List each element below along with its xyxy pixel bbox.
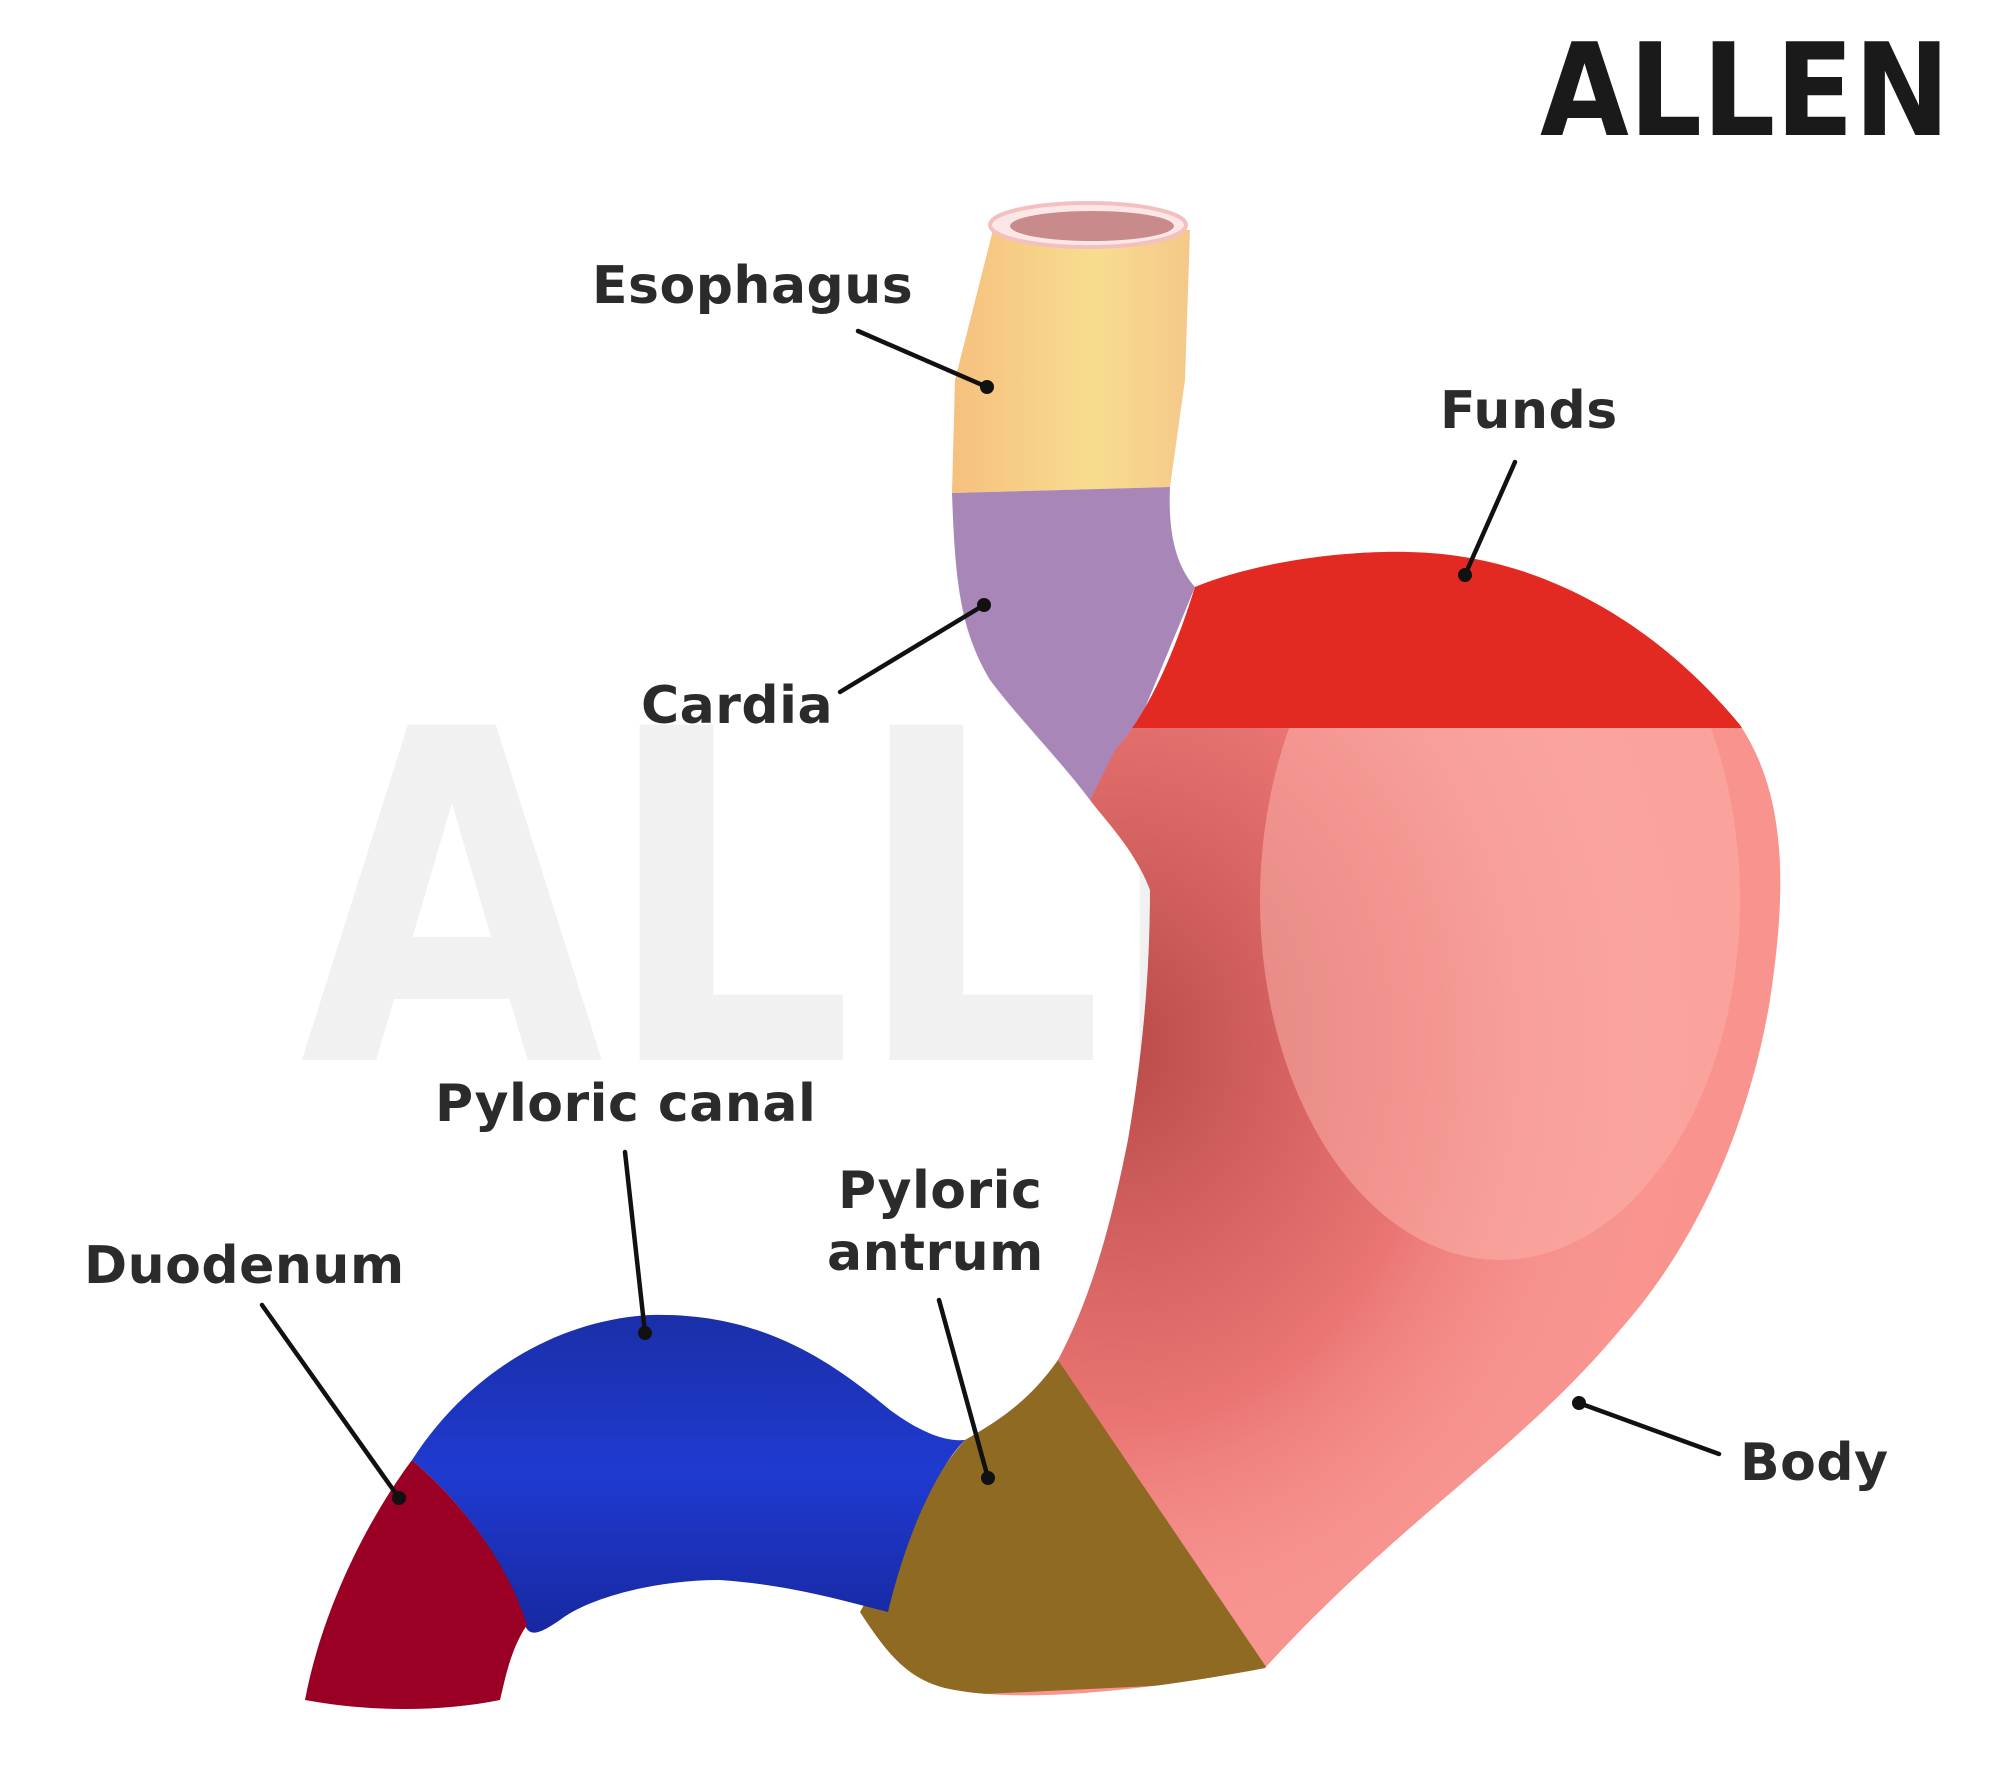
leader-pyloric-antrum [936,1297,995,1485]
leader-body [1572,1396,1722,1457]
pyloric-antrum-region [860,1360,1275,1696]
leader-funds [1458,459,1518,582]
leader-cardia [837,598,991,695]
esophagus-region [952,201,1190,493]
label-funds: Funds [1440,381,1618,441]
leader-esophagus [855,328,994,394]
label-pyloric-antrum-line2: antrum [827,1223,1044,1283]
cardia-region [952,487,1195,800]
label-pyloric-canal: Pyloric canal [435,1074,816,1134]
allen-logo: ALLEN [1540,17,1950,166]
label-cardia: Cardia [641,676,833,736]
duodenum-region [305,1460,527,1709]
label-esophagus: Esophagus [592,256,913,316]
label-pyloric-antrum-line1: Pyloric [838,1161,1042,1221]
leader-duodenum [259,1302,406,1505]
label-body: Body [1740,1433,1888,1493]
pyloric-canal-region [412,1314,965,1633]
leader-pyloric-canal [622,1149,652,1340]
label-duodenum: Duodenum [84,1236,405,1296]
